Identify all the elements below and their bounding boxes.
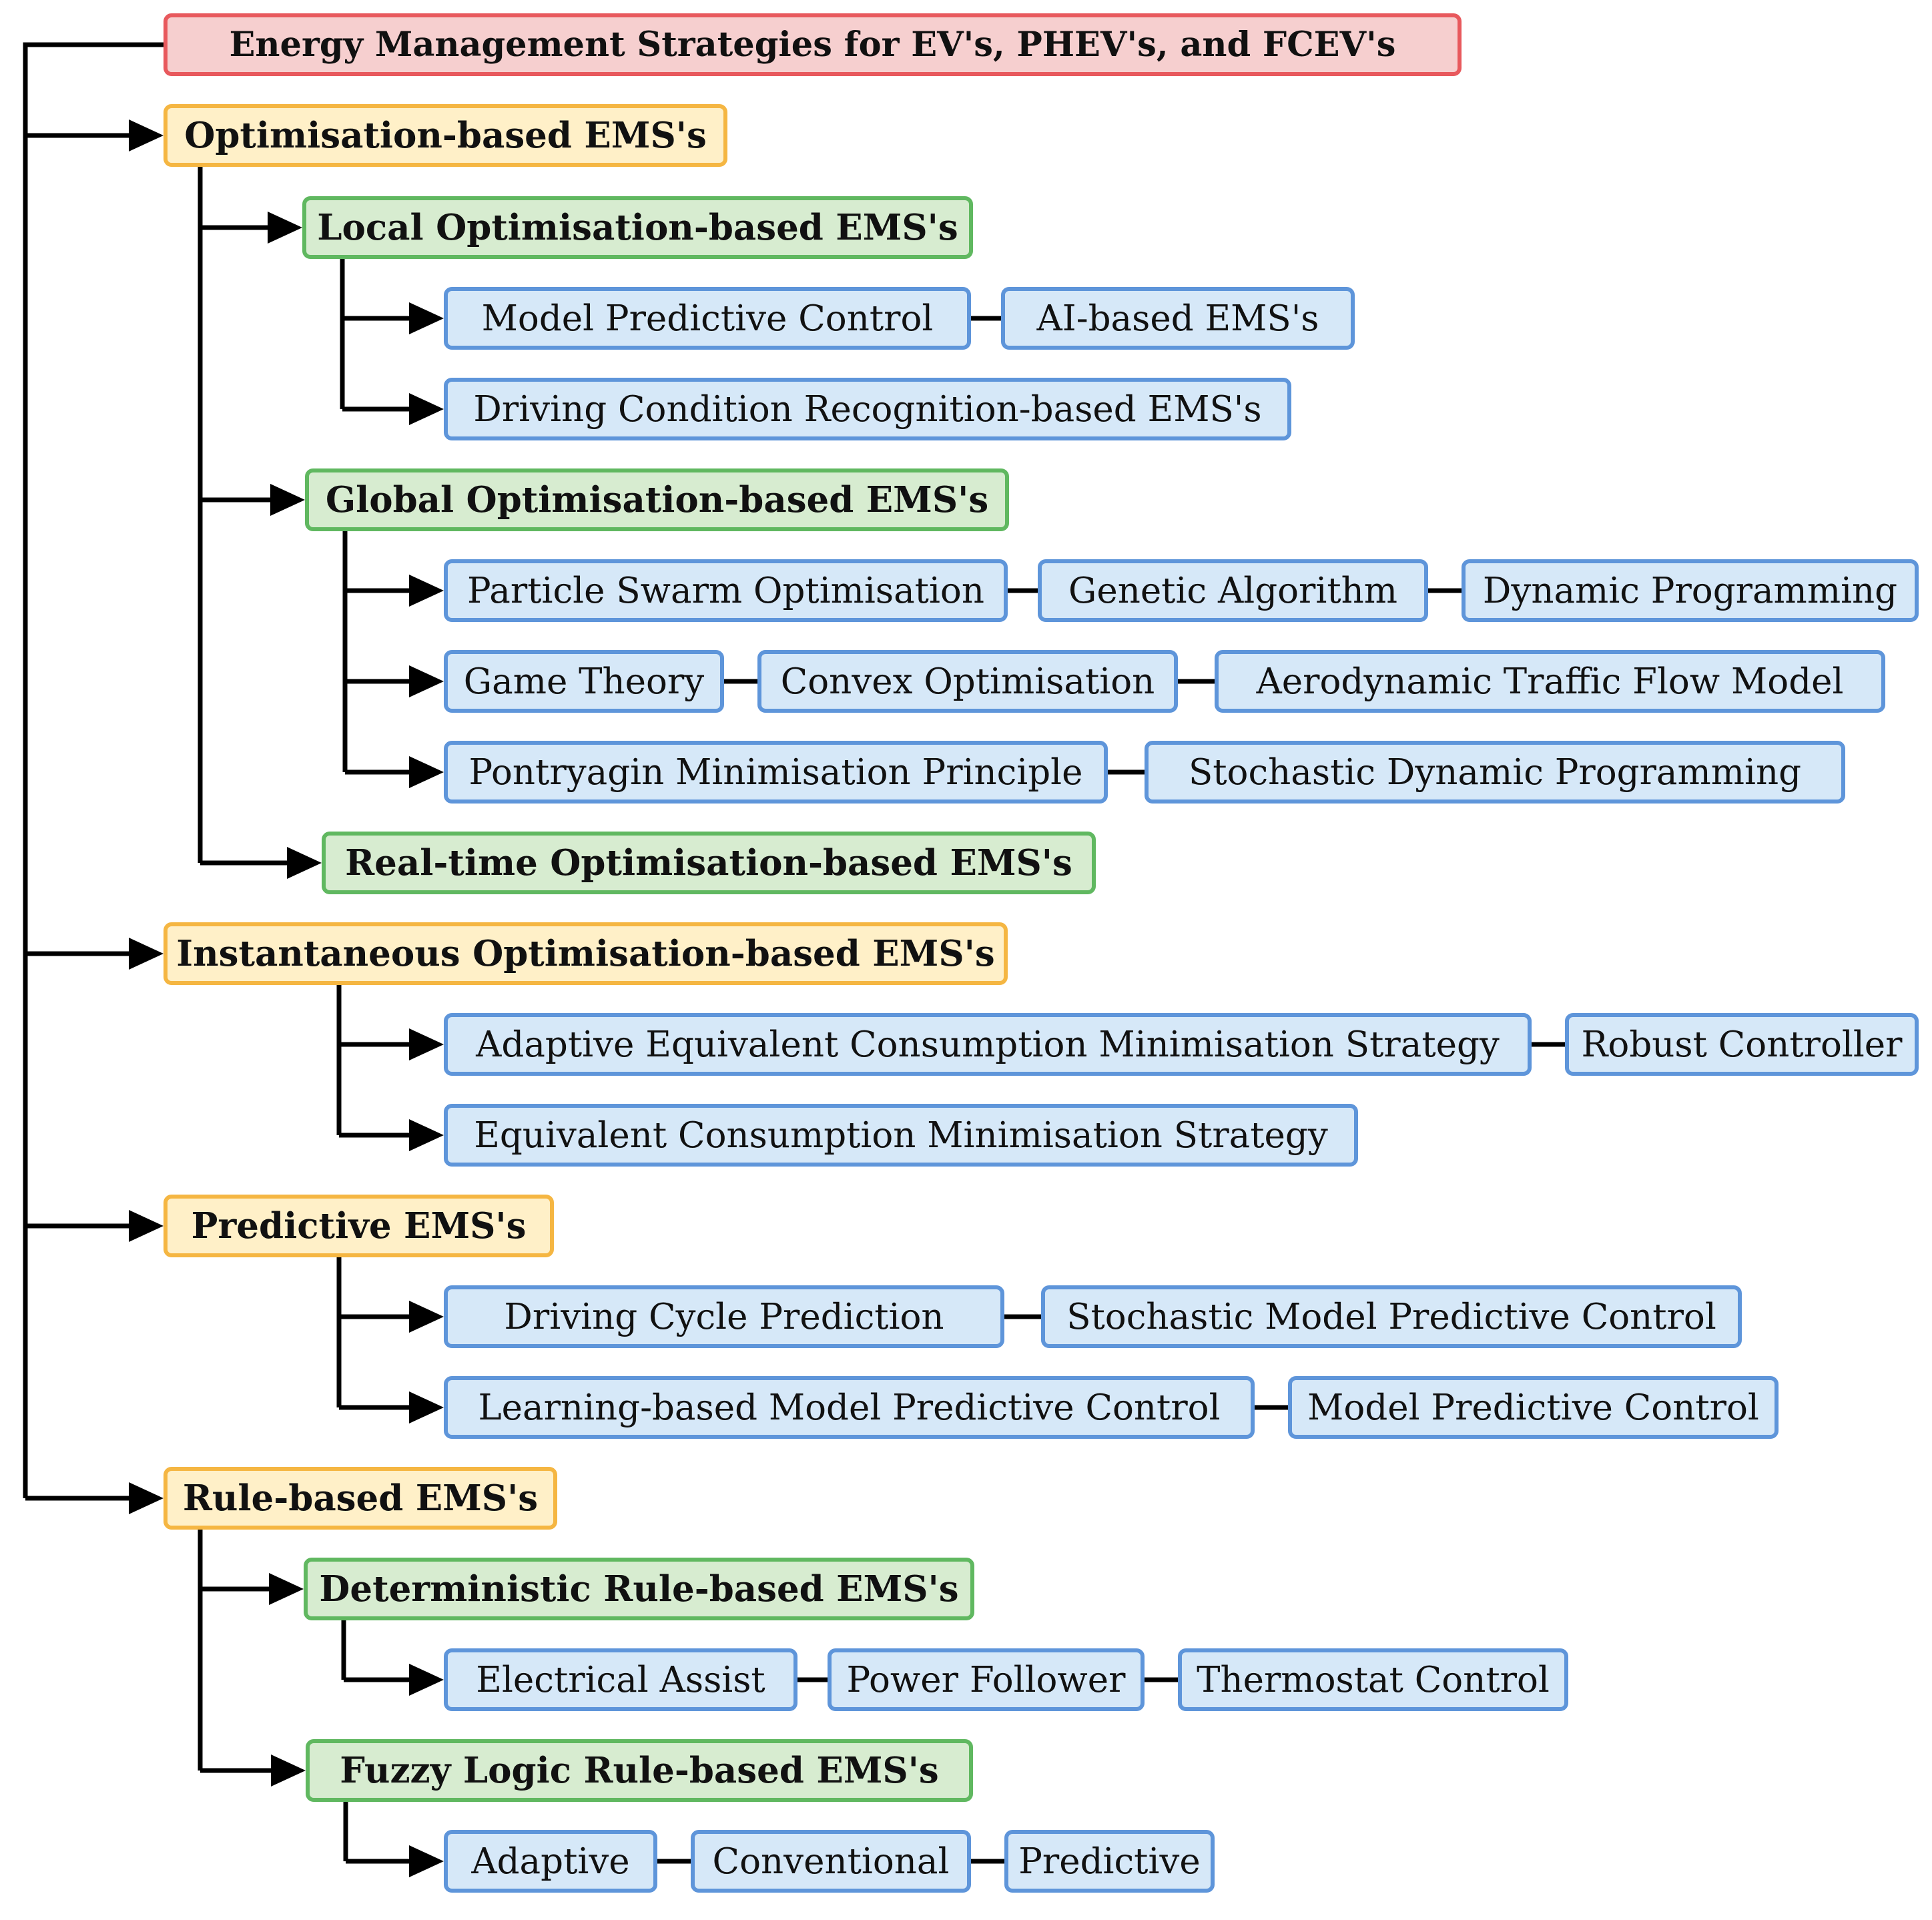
leaf-node-leaf-smpc: Stochastic Model Predictive Control	[1041, 1285, 1742, 1348]
arrow-head	[409, 1119, 444, 1151]
arrow-head	[409, 1391, 444, 1423]
node-label: Global Optimisation-based EMS's	[325, 479, 989, 521]
leaf-node-leaf-mpc-local: Model Predictive Control	[444, 287, 971, 350]
node-label: Deterministic Rule-based EMS's	[319, 1568, 959, 1610]
sub-node-sub-local: Local Optimisation-based EMS's	[302, 196, 973, 259]
leaf-node-leaf-pmp: Pontryagin Minimisation Principle	[444, 741, 1108, 804]
leaf-node-leaf-robust: Robust Controller	[1565, 1013, 1919, 1076]
sub-node-sub-deterministic: Deterministic Rule-based EMS's	[304, 1558, 974, 1620]
node-label: Pontryagin Minimisation Principle	[468, 751, 1083, 793]
cat-node-cat-rule: Rule-based EMS's	[164, 1467, 557, 1530]
node-label: Local Optimisation-based EMS's	[317, 207, 958, 248]
root-node-root: Energy Management Strategies for EV's, P…	[164, 13, 1462, 76]
leaf-node-leaf-game: Game Theory	[444, 650, 724, 713]
leaf-node-leaf-ecms: Equivalent Consumption Minimisation Stra…	[444, 1104, 1358, 1167]
node-label: Optimisation-based EMS's	[184, 115, 707, 156]
arrow-head	[409, 1664, 444, 1696]
node-label: Real-time Optimisation-based EMS's	[345, 842, 1072, 884]
leaf-node-leaf-aero: Aerodynamic Traffic Flow Model	[1215, 650, 1885, 713]
leaf-node-leaf-thermo: Thermostat Control	[1178, 1648, 1568, 1711]
node-label: Genetic Algorithm	[1068, 570, 1398, 611]
leaf-node-leaf-adaptive: Adaptive	[444, 1830, 657, 1893]
leaf-node-leaf-convex: Convex Optimisation	[757, 650, 1178, 713]
leaf-node-leaf-conventional: Conventional	[691, 1830, 971, 1893]
node-label: Driving Condition Recognition-based EMS'…	[473, 388, 1262, 430]
arrow-head	[271, 1754, 306, 1787]
node-label: Conventional	[712, 1841, 950, 1882]
node-label: Equivalent Consumption Minimisation Stra…	[474, 1114, 1328, 1156]
node-label: Robust Controller	[1581, 1024, 1903, 1065]
leaf-node-leaf-mpc-pred: Model Predictive Control	[1288, 1376, 1779, 1439]
leaf-node-leaf-lmpc: Learning-based Model Predictive Control	[444, 1376, 1255, 1439]
node-label: Energy Management Strategies for EV's, P…	[229, 25, 1396, 65]
node-label: Game Theory	[463, 661, 705, 702]
sub-node-sub-fuzzy: Fuzzy Logic Rule-based EMS's	[306, 1739, 973, 1802]
arrow-head	[409, 665, 444, 697]
leaf-node-leaf-ea: Electrical Assist	[444, 1648, 797, 1711]
leaf-node-leaf-pso: Particle Swarm Optimisation	[444, 559, 1008, 622]
sub-node-sub-realtime: Real-time Optimisation-based EMS's	[322, 832, 1096, 894]
arrow-head	[129, 1210, 164, 1242]
leaf-node-leaf-pf: Power Follower	[828, 1648, 1145, 1711]
node-label: Instantaneous Optimisation-based EMS's	[176, 933, 995, 974]
arrow-head	[409, 1028, 444, 1060]
arrow-head	[269, 1573, 304, 1605]
node-label: Learning-based Model Predictive Control	[478, 1387, 1221, 1428]
node-label: Driving Cycle Prediction	[504, 1296, 944, 1337]
leaf-node-leaf-ga: Genetic Algorithm	[1038, 559, 1428, 622]
node-label: Particle Swarm Optimisation	[467, 570, 984, 611]
node-label: Stochastic Dynamic Programming	[1188, 751, 1802, 793]
cat-node-cat-instantaneous: Instantaneous Optimisation-based EMS's	[164, 922, 1008, 985]
node-label: Adaptive Equivalent Consumption Minimisa…	[476, 1024, 1500, 1065]
leaf-node-leaf-dcp: Driving Cycle Prediction	[444, 1285, 1004, 1348]
arrow-head	[409, 1301, 444, 1333]
node-label: Rule-based EMS's	[182, 1478, 539, 1519]
node-label: AI-based EMS's	[1036, 298, 1319, 339]
arrow-head	[268, 212, 302, 244]
arrow-head	[129, 119, 164, 151]
cat-node-cat-predictive: Predictive EMS's	[164, 1195, 554, 1257]
node-label: Model Predictive Control	[1307, 1387, 1759, 1428]
arrow-head	[409, 756, 444, 788]
arrow-head	[287, 847, 322, 879]
node-label: Adaptive	[471, 1841, 630, 1882]
arrow-head	[409, 575, 444, 607]
arrow-head	[129, 1482, 164, 1514]
node-label: Electrical Assist	[476, 1659, 765, 1700]
cat-node-cat-optimisation: Optimisation-based EMS's	[164, 104, 727, 167]
arrow-head	[409, 1845, 444, 1877]
leaf-node-leaf-predictive: Predictive	[1004, 1830, 1215, 1893]
leaf-node-leaf-sdp: Stochastic Dynamic Programming	[1145, 741, 1845, 804]
arrow-head	[409, 302, 444, 334]
node-label: Convex Optimisation	[780, 661, 1155, 702]
node-label: Dynamic Programming	[1482, 570, 1898, 611]
node-label: Predictive EMS's	[191, 1205, 527, 1247]
node-label: Stochastic Model Predictive Control	[1066, 1296, 1716, 1337]
arrow-head	[270, 484, 305, 516]
sub-node-sub-global: Global Optimisation-based EMS's	[305, 468, 1009, 531]
root-trunk-line	[23, 42, 164, 1498]
node-label: Thermostat Control	[1197, 1659, 1550, 1700]
leaf-node-leaf-ai: AI-based EMS's	[1001, 287, 1355, 350]
leaf-node-leaf-aecms: Adaptive Equivalent Consumption Minimisa…	[444, 1013, 1532, 1076]
node-label: Aerodynamic Traffic Flow Model	[1256, 661, 1844, 702]
node-label: Predictive	[1018, 1841, 1201, 1882]
node-label: Power Follower	[846, 1659, 1126, 1700]
node-label: Model Predictive Control	[481, 298, 934, 339]
node-label: Fuzzy Logic Rule-based EMS's	[340, 1750, 939, 1791]
leaf-node-leaf-dcr: Driving Condition Recognition-based EMS'…	[444, 378, 1291, 440]
arrow-head	[129, 938, 164, 970]
arrow-head	[409, 393, 444, 425]
leaf-node-leaf-dp: Dynamic Programming	[1462, 559, 1919, 622]
